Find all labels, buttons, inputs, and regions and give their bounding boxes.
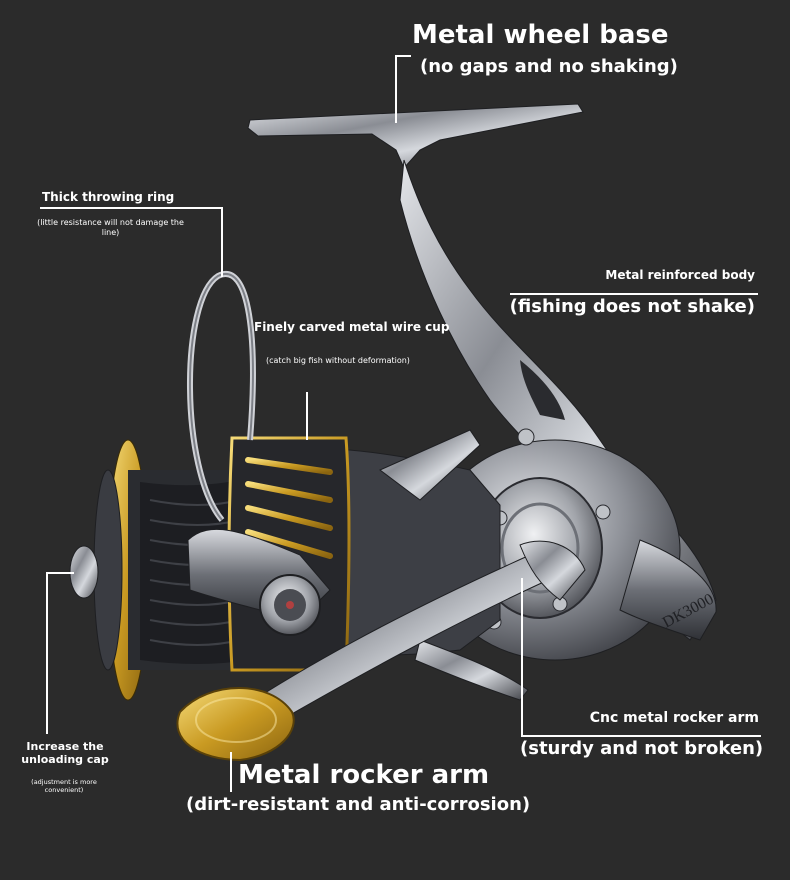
reel-side-plate <box>619 539 717 641</box>
leader-throwing-ring-v <box>221 207 223 277</box>
leader-cap-v <box>46 572 48 734</box>
reel-foot <box>247 103 584 169</box>
leader-wire-cup <box>306 392 308 440</box>
callout-wheel-base-subtitle: (no gaps and no shaking) <box>420 56 678 77</box>
leader-cnc-arm-v <box>521 578 523 736</box>
leader-cap-h <box>46 572 74 574</box>
leader-wheel-base-v <box>395 55 397 123</box>
callout-throwing-ring-title: Thick throwing ring <box>42 190 175 204</box>
unloading-cap <box>69 545 99 599</box>
callout-body-title: Metal reinforced body <box>605 268 755 282</box>
callout-wire-cup-subtitle: (catch big fish without deformation) <box>266 356 410 365</box>
callout-wire-cup-title: Finely carved metal wire cup <box>254 320 450 334</box>
leader-body-h <box>510 293 758 295</box>
callout-body-subtitle: (fishing does not shake) <box>509 296 755 317</box>
leader-cnc-arm-h <box>521 735 761 737</box>
leader-wheel-base-h <box>395 55 411 57</box>
callout-unloading-cap-title: Increase the unloading cap <box>21 740 109 766</box>
leader-throwing-ring-h <box>40 207 222 209</box>
callout-unloading-cap-subtitle: (adjustment is more convenient) <box>31 778 97 794</box>
callout-throwing-ring-subtitle: (little resistance will not damage the l… <box>37 218 184 237</box>
callout-cnc-arm-title: Cnc metal rocker arm <box>589 710 759 726</box>
leader-rocker-arm <box>230 752 232 792</box>
callout-rocker-arm-subtitle: (dirt-resistant and anti-corrosion) <box>186 794 531 815</box>
callout-rocker-arm-title: Metal rocker arm <box>238 760 490 790</box>
callout-cnc-arm-subtitle: (sturdy and not broken) <box>520 738 764 759</box>
callout-wheel-base-title: Metal wheel base <box>412 20 669 50</box>
